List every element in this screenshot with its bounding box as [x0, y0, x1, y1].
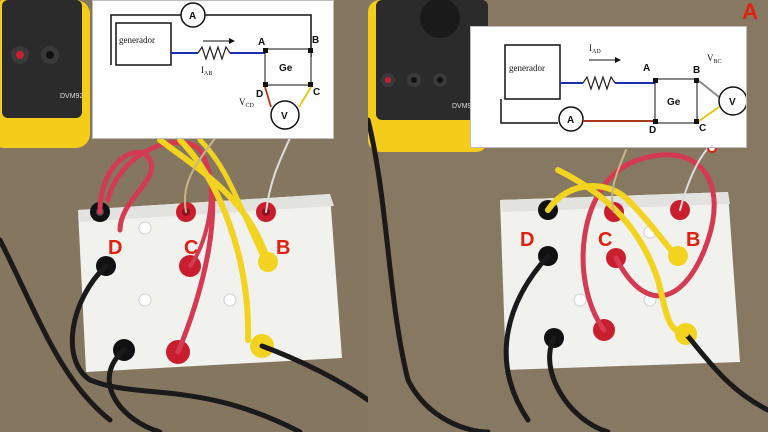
node-c-label: C	[313, 87, 320, 98]
meter-brand-right: DVM9	[452, 103, 472, 110]
generator-box	[115, 22, 172, 66]
node-a-label: A	[643, 63, 650, 74]
corner-label: A	[742, 0, 758, 24]
generator-box	[504, 44, 561, 100]
meter-brand-left: DVM92	[60, 93, 83, 100]
circuit-schematic-right: generador IAD A Ge A B D C	[500, 43, 746, 136]
node-c-label: C	[699, 123, 706, 134]
resistor-symbol	[197, 45, 231, 61]
ammeter-label: A	[189, 11, 196, 22]
germanium-sample	[654, 78, 698, 124]
current-label: IAB	[201, 65, 212, 77]
voltage-label: VCD	[239, 97, 255, 109]
board-label-d: D	[108, 237, 122, 259]
node-b-label: B	[693, 65, 700, 76]
node-d-label: D	[256, 89, 263, 100]
node-b-label: B	[312, 35, 319, 46]
germanium-sample	[264, 48, 312, 86]
voltmeter-symbol	[718, 86, 746, 116]
board-label-d: D	[520, 229, 534, 251]
wires-left	[0, 137, 368, 432]
voltage-label: VBC	[707, 53, 722, 65]
generator-label: generador	[509, 63, 545, 73]
circuit-diagram-left: generador A IAB Ge A B D C	[92, 0, 334, 139]
multimeter-right: DVM9	[368, 0, 488, 152]
multimeter-left: DVM92	[0, 0, 90, 148]
right-photo-panel: DVM9	[368, 0, 768, 432]
board-label-c: C	[598, 229, 612, 251]
voltmeter-symbol	[270, 100, 300, 130]
board-label-b: B	[276, 237, 290, 259]
current-label: IAD	[589, 43, 601, 55]
left-photo-panel: DVM92	[0, 0, 368, 432]
ammeter-symbol	[558, 106, 584, 132]
ammeter-label: A	[567, 115, 574, 126]
voltmeter-label: V	[729, 97, 736, 108]
wires-right	[368, 117, 768, 432]
node-a-label: A	[258, 37, 265, 48]
sample-label: Ge	[667, 97, 681, 108]
voltmeter-label: V	[281, 111, 288, 122]
circuit-diagram-right: generador IAD A Ge A B D C	[470, 26, 747, 148]
breadboard-left	[78, 194, 342, 372]
board-label-b: B	[686, 229, 700, 251]
board-label-c: C	[184, 237, 198, 259]
sample-label: Ge	[279, 63, 293, 74]
generator-label: generador	[119, 35, 155, 45]
node-d-label: D	[649, 125, 656, 136]
resistor-symbol	[582, 75, 616, 91]
circuit-schematic-left: generador A IAB Ge A B D C	[110, 2, 320, 130]
